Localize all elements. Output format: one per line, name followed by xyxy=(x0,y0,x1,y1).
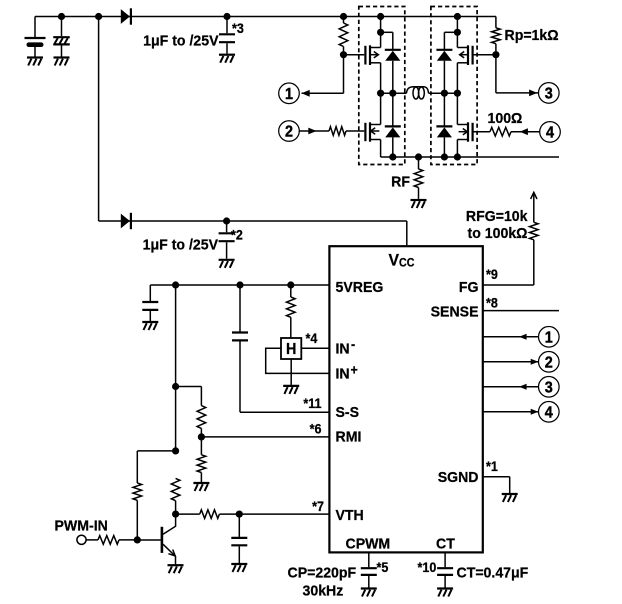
svg-text:5VREG: 5VREG xyxy=(336,280,384,297)
svg-text:SGND: SGND xyxy=(438,470,479,487)
svg-text:CC: CC xyxy=(399,257,414,269)
svg-text:Rp=1kΩ: Rp=1kΩ xyxy=(505,28,559,45)
svg-text:100Ω: 100Ω xyxy=(488,111,523,128)
svg-text:*8: *8 xyxy=(486,295,498,311)
svg-text:3: 3 xyxy=(545,85,553,103)
svg-text:RFG=10k: RFG=10k xyxy=(466,209,528,226)
svg-text:FG: FG xyxy=(459,280,479,297)
svg-text:2: 2 xyxy=(545,354,553,372)
svg-text:IN: IN xyxy=(336,341,350,358)
svg-text:CPWM: CPWM xyxy=(346,536,391,553)
svg-text:*10: *10 xyxy=(417,560,436,576)
svg-text:+: + xyxy=(351,362,359,378)
svg-text:CT: CT xyxy=(436,536,455,553)
svg-text:V: V xyxy=(389,251,400,270)
svg-text:*11: *11 xyxy=(303,396,321,412)
svg-text:4: 4 xyxy=(545,404,554,422)
svg-text:2: 2 xyxy=(285,123,293,141)
svg-text:1μF to /25V: 1μF to /25V xyxy=(143,237,219,254)
svg-text:1: 1 xyxy=(545,329,553,347)
svg-text:*4: *4 xyxy=(306,331,319,347)
svg-text:CT=0.47μF: CT=0.47μF xyxy=(457,565,529,582)
svg-text:3: 3 xyxy=(545,379,553,397)
svg-text:1μF to /25V: 1μF to /25V xyxy=(143,33,219,50)
svg-text:SENSE: SENSE xyxy=(431,304,479,321)
svg-text:30kHz: 30kHz xyxy=(303,583,344,600)
svg-text:RMI: RMI xyxy=(336,429,362,446)
svg-text:*7: *7 xyxy=(312,499,324,515)
svg-text:S-S: S-S xyxy=(336,405,360,422)
svg-text:CP=220pF: CP=220pF xyxy=(288,565,357,582)
svg-text:*9: *9 xyxy=(486,267,498,283)
svg-text:to 100kΩ: to 100kΩ xyxy=(468,226,528,243)
svg-text:-: - xyxy=(351,337,355,353)
svg-text:IN: IN xyxy=(336,366,350,383)
svg-text:H: H xyxy=(286,340,296,358)
svg-text:4: 4 xyxy=(546,124,555,142)
svg-text:VTH: VTH xyxy=(336,508,364,525)
svg-text:*2: *2 xyxy=(231,227,243,243)
svg-text:*1: *1 xyxy=(486,459,498,475)
svg-text:*3: *3 xyxy=(232,21,244,37)
svg-text:*5: *5 xyxy=(377,560,389,576)
svg-text:1: 1 xyxy=(285,85,293,103)
svg-text:RF: RF xyxy=(391,174,410,191)
svg-text:*6: *6 xyxy=(310,421,322,437)
svg-text:PWM-IN: PWM-IN xyxy=(55,518,108,535)
